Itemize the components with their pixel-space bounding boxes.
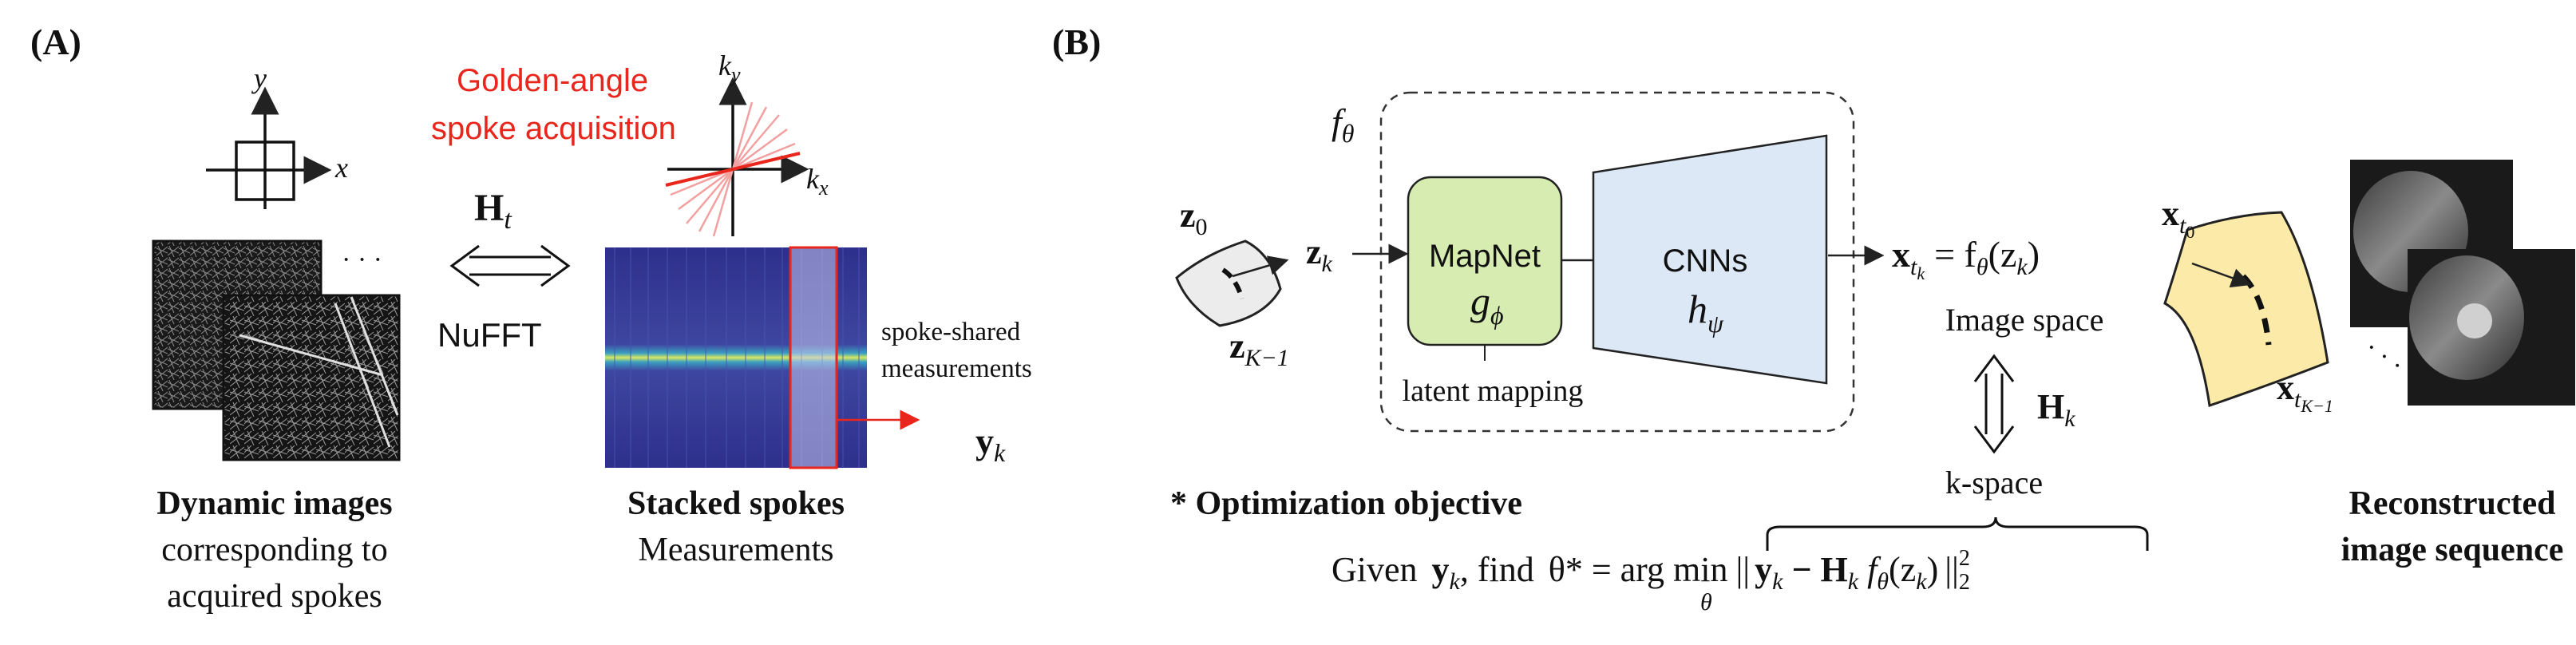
golden-angle-line1: Golden-angle: [457, 63, 648, 98]
argmin-subscript: θ: [1700, 589, 1712, 615]
measurement-y-k: yk: [975, 421, 1006, 467]
image-arrow: [2191, 262, 2252, 288]
h-psi-label: hψ: [1688, 287, 1724, 338]
latent-mapping-label: latent mapping: [1403, 374, 1584, 408]
zK1-label: zK−1: [1229, 326, 1289, 371]
image-axis-y-label: y: [251, 62, 267, 94]
output-equation: xtk= fθ(zk): [1892, 234, 2040, 283]
image-stack-ellipsis: · · ·: [342, 245, 382, 275]
kspace-label: k-space: [1945, 465, 2043, 501]
spoke-shared-window: [789, 246, 838, 469]
dynamic-images-line2: corresponding to: [161, 532, 387, 568]
image-axes-icon: [206, 86, 332, 209]
spoke-shared-line2: measurements: [881, 354, 1032, 383]
image-space-label: Image space: [1945, 302, 2104, 338]
k-axis-y-label: ky: [718, 49, 741, 86]
f-theta-box: [1379, 91, 1855, 433]
cnn-label: CNNs: [1663, 243, 1748, 279]
g-phi-label: gϕ: [1470, 279, 1504, 330]
f-theta-label: fθ: [1332, 101, 1355, 148]
dynamic-images-line3: acquired spokes: [167, 578, 382, 615]
recon-ellipsis: · · ·: [2359, 333, 2409, 381]
k-axis-x-label: kx: [806, 163, 829, 200]
recon-title-line2: image sequence: [2341, 532, 2564, 568]
panel-b-label: (B): [1052, 22, 1101, 62]
double-arrow-icon: [449, 244, 571, 287]
latent-arrow: [1232, 255, 1289, 278]
current-spoke: [665, 152, 801, 187]
stacked-spokes-title: Stacked spokes: [627, 485, 845, 522]
hk-double-arrow-icon: [1973, 354, 2015, 454]
cnn-block: [1592, 134, 1828, 385]
panel-a-label: (A): [30, 22, 81, 62]
dynamic-images-title: Dynamic images: [156, 485, 392, 522]
recon-frame-2-ventricle: [2457, 303, 2492, 338]
image-manifold: [2163, 211, 2329, 408]
operator-h-t: Ht: [474, 187, 512, 235]
hk-label: Hk: [2037, 387, 2075, 432]
xtK1-label: xtK−1: [2277, 368, 2333, 416]
recon-title-line1: Reconstructed: [2349, 485, 2556, 522]
objective-overbrace: [1766, 516, 2149, 551]
latent-manifold: [1175, 239, 1282, 327]
spoke-shared-line1: spoke-shared: [881, 318, 1021, 346]
stacked-spokes-line2: Measurements: [639, 532, 834, 568]
objective-title: * Optimization objective: [1170, 485, 1522, 522]
mapnet-label: MapNet: [1429, 239, 1541, 274]
zk-label: zk: [1306, 232, 1333, 277]
dynamic-image-streaks: [239, 296, 399, 448]
latent-trajectory: [1221, 267, 1244, 299]
image-axis-x-label: x: [334, 152, 348, 184]
z0-label: z0: [1180, 196, 1208, 240]
nufft-label: NuFFT: [437, 316, 542, 354]
golden-angle-line2: spoke acquisition: [431, 111, 676, 146]
dynamic-image-front: [222, 294, 401, 461]
xt0-label: xt0: [2162, 194, 2194, 242]
